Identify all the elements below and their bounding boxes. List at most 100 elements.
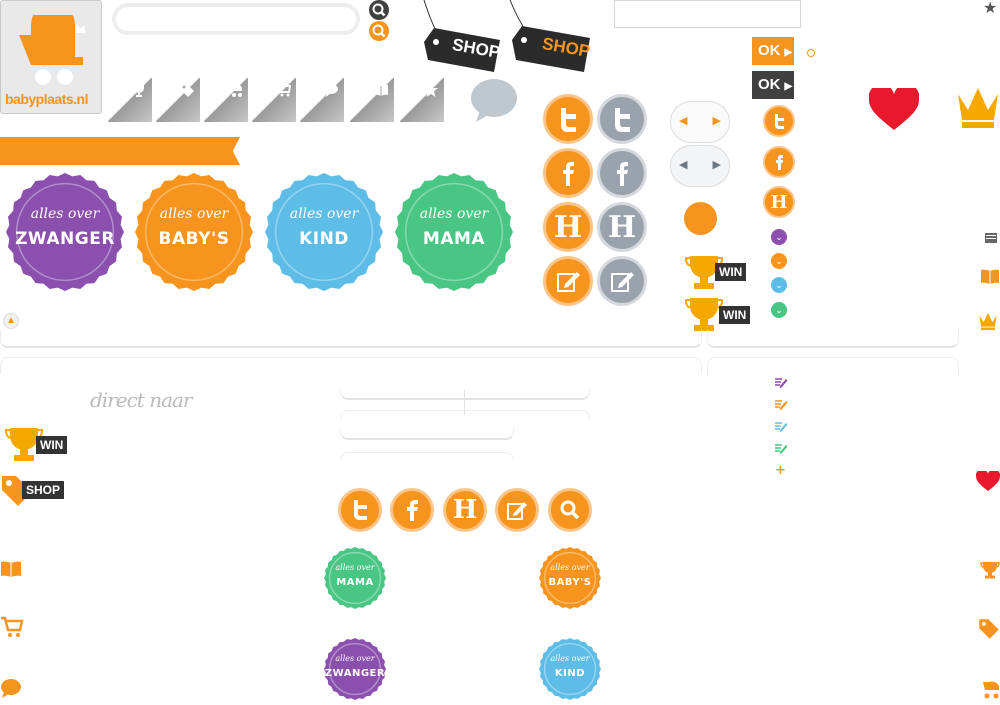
seal-subtitle: alles over xyxy=(289,206,359,222)
orange-dot xyxy=(684,202,717,235)
hyves-icon: H xyxy=(553,209,583,245)
panel-top-left xyxy=(0,357,702,374)
seal-subtitle: alles over xyxy=(419,206,489,222)
plus-icon[interactable]: + xyxy=(775,463,786,478)
seal-title: ZWANGER xyxy=(15,229,115,249)
corner-tab-trophy[interactable] xyxy=(108,78,152,122)
hyves-button-gray[interactable]: H xyxy=(597,202,647,252)
chevron-down-purple[interactable]: ⌄ xyxy=(771,229,787,245)
twitter-button-gray[interactable] xyxy=(597,94,647,144)
edit-icon xyxy=(611,272,634,292)
arrow-left-icon[interactable]: ◀ xyxy=(679,159,688,171)
corner-tab-cart[interactable] xyxy=(252,78,296,122)
seal-title: KIND xyxy=(554,668,586,679)
hyves-button[interactable]: H xyxy=(443,488,487,532)
tab-row-top xyxy=(340,410,590,419)
win-label: WIN xyxy=(715,263,747,281)
edit-button-gray[interactable] xyxy=(597,256,647,306)
facebook-button-gray[interactable] xyxy=(597,148,647,198)
panel-bottom-left xyxy=(0,330,702,348)
chevron-down-orange[interactable]: ⌄ xyxy=(771,253,787,269)
facebook-icon xyxy=(617,162,628,186)
edit-icon xyxy=(557,272,580,292)
corner-tab-tag[interactable] xyxy=(156,78,200,122)
facebook-icon xyxy=(563,162,574,186)
facebook-button-orange[interactable] xyxy=(543,148,593,198)
stroller-icon xyxy=(229,84,242,97)
twitter-icon xyxy=(615,108,630,132)
facebook-icon xyxy=(407,500,418,521)
carousel-arrows-orange: ◀ ▶ xyxy=(670,101,730,143)
arrow-right-icon[interactable]: ▶ xyxy=(712,115,721,127)
heart-icon xyxy=(869,88,919,130)
logo-text: babyplaats.nl xyxy=(5,91,88,107)
corner-tab-speech[interactable] xyxy=(300,78,344,122)
facebook-button[interactable] xyxy=(390,488,434,532)
shop-tag-orange[interactable] xyxy=(500,0,595,75)
seal-shape xyxy=(539,638,601,700)
search-button-dark[interactable] xyxy=(369,0,389,20)
text-input[interactable] xyxy=(614,0,801,28)
hyves-button-orange[interactable]: H xyxy=(543,202,593,252)
star-icon: ★ xyxy=(983,0,998,17)
twitter-button[interactable] xyxy=(338,488,382,532)
chevron-down-blue[interactable]: ⌄ xyxy=(771,277,787,293)
upload-icon[interactable]: ▲ xyxy=(3,313,19,329)
shop-tag-dark[interactable] xyxy=(410,0,505,75)
seal-title: KIND xyxy=(299,229,349,249)
tab-row-bottom xyxy=(340,388,590,400)
search-button[interactable] xyxy=(548,488,592,532)
ok-button-orange[interactable]: OK▶ xyxy=(752,37,794,65)
trophy-icon xyxy=(980,562,1000,579)
arrow-left-icon[interactable]: ◀ xyxy=(679,115,688,127)
speech-bubble-icon[interactable] xyxy=(470,78,518,124)
edit-button-orange[interactable] xyxy=(543,256,593,306)
search-icon xyxy=(372,3,386,17)
seal-shape xyxy=(6,173,124,291)
arrow-right-icon[interactable]: ▶ xyxy=(712,159,721,171)
corner-tab-star[interactable] xyxy=(400,78,444,122)
babyplaats-logo[interactable]: babyplaats.nl xyxy=(0,0,102,114)
ok-button-dark[interactable]: OK▶ xyxy=(752,71,794,99)
seal-shape xyxy=(265,173,383,291)
edit-icon-blue xyxy=(775,422,788,432)
seal-shape xyxy=(539,547,601,609)
facebook-small-button[interactable] xyxy=(763,146,795,178)
panel-top-right xyxy=(707,357,959,374)
hyves-small-button[interactable]: H xyxy=(763,186,795,218)
win-label: WIN xyxy=(719,306,751,324)
corner-tab-book[interactable] xyxy=(350,78,394,122)
book-icon xyxy=(374,84,388,96)
small-circle-icon xyxy=(807,49,815,57)
chevron-down-icon: ⌄ xyxy=(775,231,783,242)
orange-ribbon xyxy=(0,137,240,165)
seal-shape xyxy=(135,173,253,291)
twitter-small-button[interactable] xyxy=(763,105,795,137)
seal-subtitle: alles over xyxy=(335,654,375,663)
corner-tab-stroller[interactable] xyxy=(204,78,248,122)
book-icon xyxy=(1,561,21,577)
trophy-icon xyxy=(5,428,43,461)
chevron-down-green[interactable]: ⌄ xyxy=(771,302,787,318)
search-input[interactable] xyxy=(112,3,360,35)
seal-subtitle: alles over xyxy=(550,654,590,663)
facebook-icon xyxy=(776,155,783,170)
edit-button[interactable] xyxy=(495,488,539,532)
seal-shape xyxy=(324,638,386,700)
hyves-icon: H xyxy=(452,495,478,525)
heart-icon xyxy=(976,471,1000,491)
search-button-orange[interactable] xyxy=(369,21,389,41)
edit-icon-orange xyxy=(775,400,788,410)
book-icon xyxy=(981,269,999,284)
direct-naar-heading: direct naar xyxy=(90,388,192,412)
chevron-down-icon: ⌄ xyxy=(775,255,783,266)
twitter-button-orange[interactable] xyxy=(543,94,593,144)
